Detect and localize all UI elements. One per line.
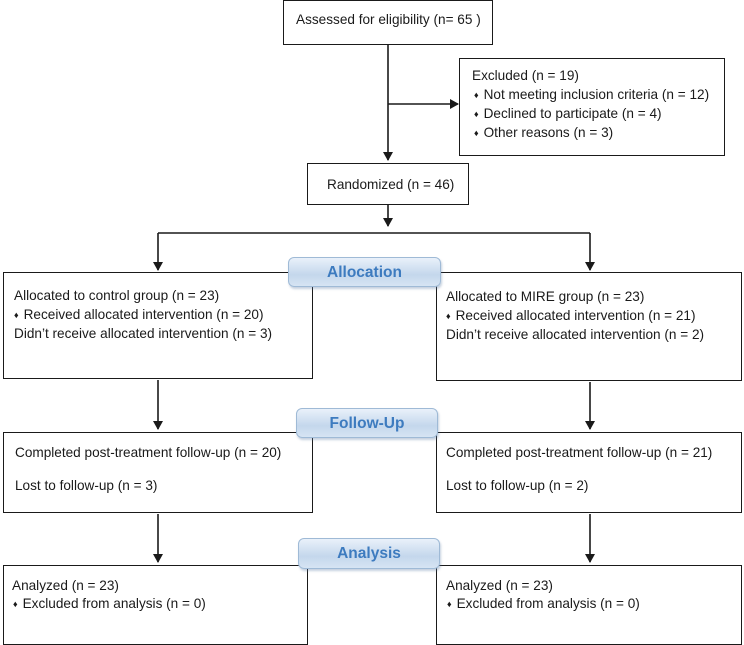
excluded-item: ♦Not meeting inclusion criteria (n = 12): [474, 87, 710, 102]
excluded-item: ♦Other reasons (n = 3): [474, 125, 614, 140]
randomized-text: Randomized (n = 46): [327, 177, 455, 192]
mire-followup-box: Completed post-treatment follow-up (n = …: [436, 432, 742, 513]
mire-allocated: Allocated to MIRE group (n = 23): [446, 289, 645, 304]
bullet-icon: ♦: [474, 90, 479, 100]
control-received: ♦Received allocated intervention (n = 20…: [14, 307, 264, 322]
control-lost: Lost to follow-up (n = 3): [15, 478, 158, 493]
control-not-received: Didn’t receive allocated intervention (n…: [14, 326, 273, 341]
mire-excluded-analysis: ♦Excluded from analysis (n = 0): [447, 596, 640, 611]
mire-completed: Completed post-treatment follow-up (n = …: [446, 445, 713, 460]
control-followup-box: Completed post-treatment follow-up (n = …: [3, 432, 313, 513]
bullet-icon: ♦: [447, 599, 452, 609]
control-allocation-box: Allocated to control group (n = 23) ♦Rec…: [3, 272, 313, 379]
excluded-item: ♦Declined to participate (n = 4): [474, 106, 662, 121]
control-analysis-box: Analyzed (n = 23) ♦Excluded from analysi…: [3, 565, 308, 645]
randomized-box: Randomized (n = 46): [307, 163, 469, 205]
control-excluded-analysis: ♦Excluded from analysis (n = 0): [13, 596, 206, 611]
mire-allocation-box: Allocated to MIRE group (n = 23) ♦Receiv…: [436, 272, 742, 381]
control-allocated: Allocated to control group (n = 23): [14, 288, 220, 303]
mire-lost: Lost to follow-up (n = 2): [446, 478, 589, 493]
bullet-icon: ♦: [474, 128, 479, 138]
bullet-icon: ♦: [13, 599, 18, 609]
bullet-icon: ♦: [14, 310, 19, 320]
mire-analysis-box: Analyzed (n = 23) ♦Excluded from analysi…: [436, 565, 742, 645]
bullet-icon: ♦: [446, 311, 451, 321]
stage-allocation: Allocation: [288, 257, 441, 287]
excluded-box: Excluded (n = 19) ♦Not meeting inclusion…: [459, 58, 725, 156]
mire-received: ♦Received allocated intervention (n = 21…: [446, 308, 696, 323]
mire-not-received: Didn’t receive allocated intervention (n…: [446, 327, 705, 342]
assessed-text: Assessed for eligibility (n= 65 ): [296, 12, 481, 27]
stage-analysis: Analysis: [298, 538, 440, 569]
stage-follow-up: Follow-Up: [296, 408, 438, 438]
control-completed: Completed post-treatment follow-up (n = …: [15, 445, 282, 460]
control-analyzed: Analyzed (n = 23): [12, 578, 119, 593]
mire-analyzed: Analyzed (n = 23): [446, 578, 553, 593]
excluded-title: Excluded (n = 19): [472, 68, 579, 83]
assessed-box: Assessed for eligibility (n= 65 ): [283, 0, 493, 45]
bullet-icon: ♦: [474, 109, 479, 119]
